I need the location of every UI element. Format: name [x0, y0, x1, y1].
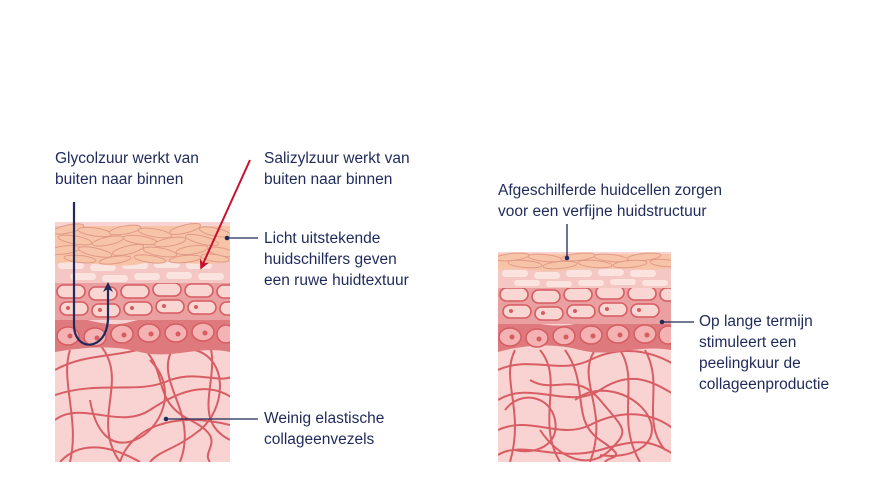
leader-line-collagen-left — [163, 416, 258, 422]
collagen-fibers — [55, 327, 230, 462]
low-elastic-collagen-label: Weinig elastische collageenvezels — [264, 410, 385, 448]
glycolic-acid-label: Glycolzuur werkt van buiten naar binnen — [55, 150, 199, 188]
leader-line-exfoliated — [564, 224, 570, 261]
glycolic-acid-arrow — [72, 202, 113, 346]
collagen-fibers — [498, 349, 671, 462]
collagen-production-label: Op lange termijn stimuleert een peelingk… — [699, 313, 830, 393]
rough-skin-cross-section — [55, 222, 230, 462]
leader-line-flakes — [224, 235, 258, 241]
rough-texture-label: Licht uitstekende huidschilfers geven ee… — [264, 230, 409, 289]
leader-line-collagen-right — [659, 319, 694, 325]
salicylic-acid-label: Salizylzuur werkt van buiten naar binnen — [264, 150, 410, 188]
refined-skin-cross-section — [498, 252, 671, 462]
exfoliated-cells-label: Afgeschilferde huidcellen zorgen voor ee… — [498, 182, 723, 220]
salicylic-acid-arrow — [199, 159, 251, 270]
